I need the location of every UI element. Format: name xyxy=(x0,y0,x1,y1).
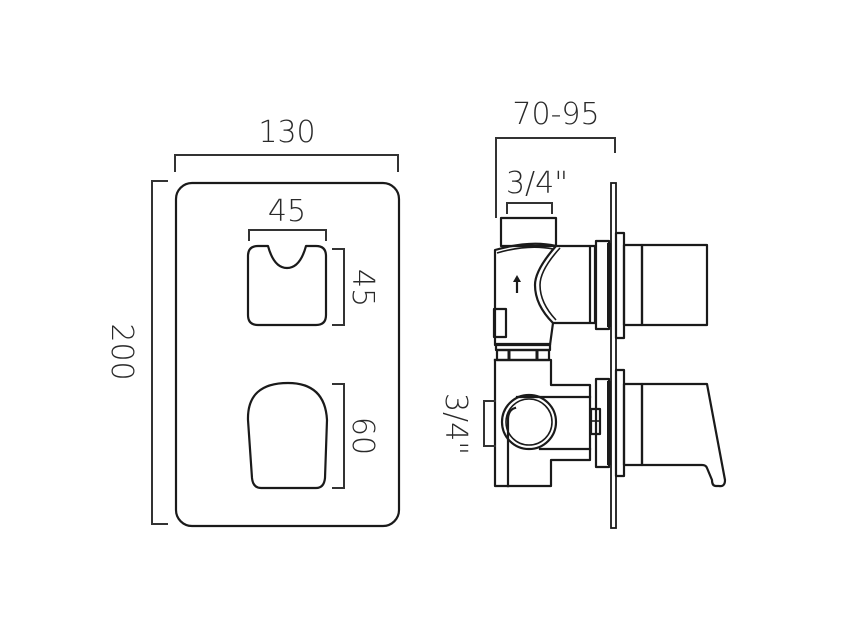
flow-direction-arrow-icon xyxy=(513,275,521,293)
top-control-height-label: 45 xyxy=(345,269,380,307)
plate-width-label: 130 xyxy=(258,115,315,150)
flow-lever-side xyxy=(640,382,727,488)
cartridge-inner-curve xyxy=(539,247,561,321)
top-inlet-dimension xyxy=(506,202,553,214)
wall-plate-edge xyxy=(610,182,617,529)
cover-plate xyxy=(174,181,401,528)
top-control-width-label: 45 xyxy=(268,194,306,229)
side-outlet-pipe xyxy=(500,393,558,451)
depth-label: 70-95 xyxy=(512,97,599,132)
side-outlet-inner xyxy=(505,398,553,446)
temperature-control-knob xyxy=(246,244,328,327)
front-view: 130 200 45 45 60 xyxy=(104,115,401,528)
plate-width-dimension xyxy=(174,154,399,172)
top-inlet-label: 3/4" xyxy=(506,166,568,201)
union-nut xyxy=(495,348,551,362)
upper-valve-body xyxy=(493,242,597,347)
bottom-control-height-dimension xyxy=(332,383,345,489)
outlet-housing xyxy=(506,406,517,488)
lower-valve-body xyxy=(493,358,592,488)
upper-collar xyxy=(622,243,644,327)
top-inlet-pipe xyxy=(499,216,558,248)
upper-seal xyxy=(607,243,611,327)
lower-flange-front xyxy=(614,368,626,478)
bottom-control-height-label: 60 xyxy=(345,417,380,455)
body-seam xyxy=(496,246,554,254)
depth-dimension xyxy=(495,137,616,218)
side-view: 70-95 3/4" xyxy=(438,97,727,529)
check-valve-cap xyxy=(492,307,508,339)
thermostatic-cartridge-curve xyxy=(533,244,558,325)
upper-flange-front xyxy=(614,231,626,340)
plate-height-label: 200 xyxy=(104,323,139,380)
lower-collar xyxy=(622,382,644,467)
top-control-width-dimension xyxy=(248,229,327,241)
flow-control-lever xyxy=(246,381,329,490)
side-outlet-dimension xyxy=(483,400,496,447)
temperature-handle-side xyxy=(640,243,709,327)
lower-seal xyxy=(607,381,611,465)
side-outlet-label: 3/4" xyxy=(438,393,473,455)
plate-height-dimension xyxy=(151,180,168,525)
top-control-height-dimension xyxy=(332,248,345,326)
